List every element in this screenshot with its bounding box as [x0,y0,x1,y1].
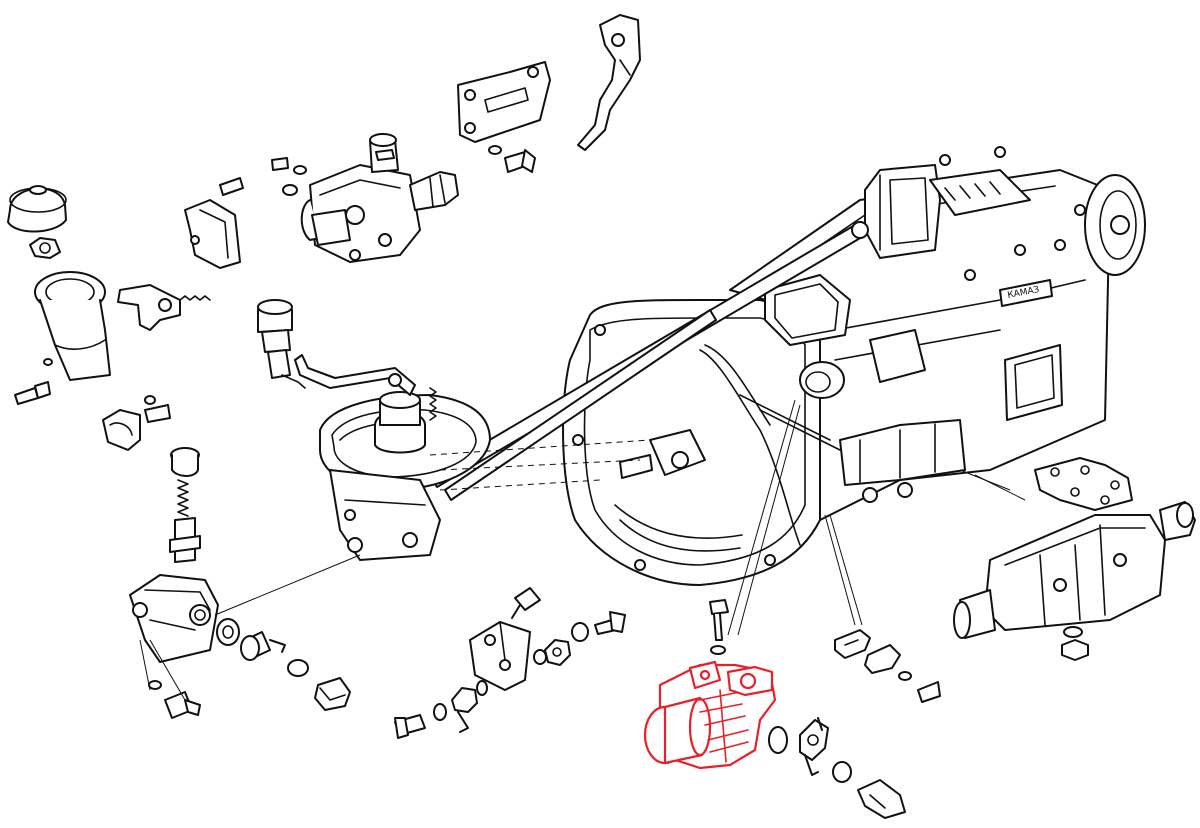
shift-rod-block[interactable] [129,447,219,663]
bolt-bottom-center[interactable] [394,714,426,739]
washer-center-2 [533,649,547,665]
pedal-lever-bracket[interactable] [577,14,641,151]
washer-lower-left [287,659,309,677]
hex-nut-right[interactable] [1061,626,1089,661]
bolt-center-right[interactable] [594,611,626,635]
washer-bottom-left [148,680,162,690]
lever-boot-housing[interactable] [34,271,111,381]
tube-clips[interactable] [834,629,901,674]
washer-center-4 [433,703,447,721]
bolt-right-1[interactable] [917,681,941,703]
bolt-bottom-left[interactable] [164,691,201,719]
small-screw-left[interactable] [219,177,244,196]
mounting-bracket-plate[interactable] [457,61,551,143]
shift-mechanism[interactable] [294,354,491,561]
bolt-vertical-center[interactable] [709,599,729,641]
bolt-washer-top[interactable] [488,145,536,173]
leader-lines [139,399,1026,701]
banjo-fitting-3[interactable] [799,717,829,776]
bolt-center-top[interactable] [511,587,541,619]
air-splitter-valve[interactable] [300,133,459,263]
clamp-bracket[interactable] [469,621,531,691]
banjo-fitting-2[interactable] [451,687,478,733]
spring-clip-left[interactable] [144,395,171,423]
bolt-lower-left[interactable] [314,677,351,711]
gearbox-housing[interactable]: КАМАЗ [562,146,1146,586]
washer-above-valve [710,645,726,655]
bushing-2[interactable] [240,631,286,661]
small-pins[interactable] [271,157,307,196]
washer-right-valve [768,726,788,754]
washer-center-3 [476,680,488,696]
washer-right-1 [898,671,912,681]
bolt-bottom-right[interactable] [857,779,906,819]
dust-cap[interactable] [7,185,67,233]
banjo-fitting-1[interactable] [544,639,571,666]
shift-rod[interactable] [429,221,869,501]
bushing-1[interactable] [216,618,240,646]
washer-center-1 [571,622,589,642]
pneumatic-valve-assembly[interactable] [643,660,777,770]
washer-left-1 [43,358,53,366]
bolt-left-1[interactable] [14,381,51,405]
gasket-plate-right[interactable] [1034,457,1133,511]
washer-bottom-right [832,761,852,783]
rocker-lever[interactable] [117,284,211,331]
wedge-block[interactable] [102,409,141,451]
electrical-connector[interactable] [257,299,306,389]
hex-nut-left[interactable] [29,237,61,259]
limit-switch[interactable] [184,199,241,269]
range-valve-assembly[interactable] [953,501,1196,639]
